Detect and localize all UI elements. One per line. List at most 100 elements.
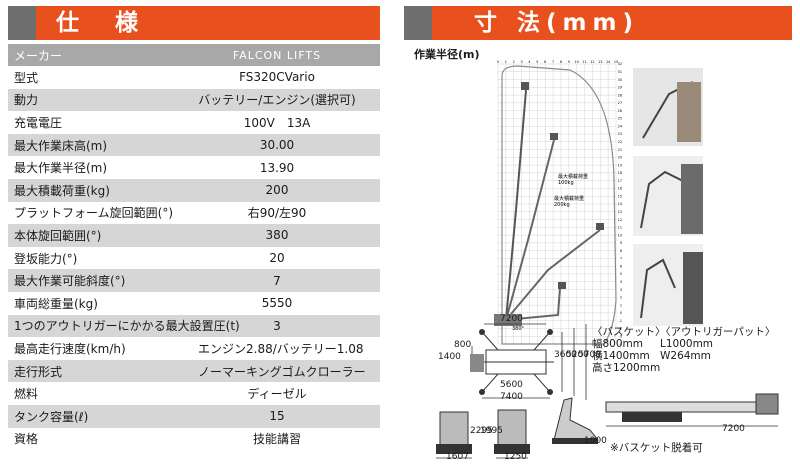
- machine-base: [494, 314, 522, 326]
- spec-label: 充電電圧: [14, 115, 63, 130]
- spec-value: 380: [265, 228, 289, 243]
- spec-value: 20: [269, 251, 285, 266]
- spec-row: 1つのアウトリガーにかかる最大設置圧(t)3: [8, 314, 380, 338]
- spec-header-row: メーカー FALCON LIFTS: [8, 44, 380, 66]
- basket-height: 高さ1200mm: [592, 362, 661, 374]
- y-tick-label: 3: [620, 288, 622, 292]
- spec-row: 最大積載荷重(kg)200: [8, 178, 380, 202]
- basket-4: [558, 282, 566, 289]
- dim-1000: 1000: [584, 436, 607, 446]
- x-tick-label: 8: [560, 60, 562, 64]
- y-tick-label: 20: [618, 156, 622, 160]
- basket-1: [521, 82, 529, 90]
- spec-row: 最高走行速度(km/h)エンジン2.88/バッテリー1.08: [8, 337, 380, 360]
- outrigger-width: W264mm: [660, 350, 711, 362]
- y-tick-label: 16: [618, 187, 622, 191]
- y-tick-label: 22: [618, 140, 622, 144]
- dim-2295: 2295: [470, 426, 493, 436]
- folded-view-drawing: [552, 397, 600, 444]
- spec-value: 右90/左90: [247, 206, 307, 221]
- usage-illustrations: [633, 68, 703, 326]
- header-accent: [404, 6, 432, 40]
- dimension-header: 寸 法(mm): [404, 6, 792, 40]
- spec-value: エンジン2.88/バッテリー1.08: [198, 341, 364, 356]
- basket-2: [550, 133, 558, 140]
- x-tick-label: 9: [568, 60, 570, 64]
- dim-7200-side: 7200: [722, 424, 745, 434]
- y-tick-label: -2: [619, 327, 622, 331]
- spec-label: 1つのアウトリガーにかかる最大設置圧(t): [14, 319, 240, 334]
- dim-7400: 7400: [500, 392, 523, 402]
- spec-label: 本体旋回範囲(°): [14, 228, 102, 243]
- y-tick-label: 9: [620, 241, 622, 245]
- y-tick-label: -4: [619, 342, 622, 346]
- boom-2: [505, 139, 555, 321]
- x-tick-label: 0: [497, 60, 499, 64]
- spec-row: 最大作業半径(m)13.90: [8, 156, 380, 179]
- dim-1607: 1607: [446, 452, 469, 462]
- y-tick-label: 18: [618, 171, 622, 175]
- outrigger-title: 〈アウトリガーパット〉: [660, 326, 776, 338]
- y-tick-label: 0: [620, 311, 622, 315]
- spec-value: ノーマーキングゴムクローラー: [198, 364, 366, 379]
- x-tick-label: 14: [606, 60, 610, 64]
- header-bar: [36, 6, 380, 40]
- load-200-label: 200kg: [554, 202, 570, 208]
- basket-3: [596, 223, 604, 230]
- x-tick-label: 6: [544, 60, 546, 64]
- spec-label: 走行形式: [14, 364, 63, 379]
- spec-value: 13.90: [259, 160, 295, 175]
- y-tick-label: 4: [620, 280, 622, 284]
- spec-value: 200: [265, 183, 289, 198]
- illustration-1-wall: [677, 82, 701, 142]
- spec-label: タンク容量(ℓ): [14, 409, 89, 424]
- plan-view-drawing: [470, 323, 587, 400]
- load-100-label: 最大積載荷重: [558, 173, 588, 180]
- spec-row: プラットフォーム旋回範囲(°)右90/左90: [8, 201, 380, 225]
- spec-row: 燃料ディーゼル: [8, 382, 380, 405]
- outrigger-length: L1000mm: [660, 338, 714, 350]
- spec-value: 15: [269, 409, 285, 424]
- x-tick-label: 12: [590, 60, 594, 64]
- spec-value: 技能講習: [252, 432, 301, 447]
- x-tick-label: 10: [575, 60, 579, 64]
- spec-label: 最大作業可能斜度(°): [14, 274, 126, 289]
- maker-label: メーカー: [14, 48, 63, 63]
- dim-7200-top: 7200: [500, 314, 523, 324]
- y-tick-label: 24: [618, 124, 622, 128]
- maker-value: FALCON LIFTS: [232, 48, 322, 62]
- spec-value: バッテリー/エンジン(選択可): [198, 93, 356, 108]
- illustration-2-wall: [681, 164, 703, 234]
- x-tick-label: 2: [513, 60, 515, 64]
- spec-value: FS320CVario: [239, 70, 315, 85]
- basket-width: 幅800mm: [592, 338, 643, 350]
- rotation-label: 380°: [512, 326, 525, 332]
- dim-5600: 5600: [500, 380, 523, 390]
- basket-length: 横1400mm: [592, 350, 650, 362]
- basket-title: 〈バスケット〉: [592, 326, 666, 338]
- y-tick-label: 19: [618, 163, 622, 167]
- header-accent: [8, 6, 36, 40]
- y-tick-label: 21: [618, 148, 622, 152]
- y-tick-label: 17: [618, 179, 622, 183]
- y-tick-label: 15: [618, 194, 622, 198]
- spec-value: 100V 13A: [243, 115, 311, 130]
- y-tick-label: 5: [620, 272, 622, 276]
- spec-label: 最大作業床高(m): [14, 138, 108, 153]
- y-tick-label: 31: [618, 70, 622, 74]
- basket-removable-note: ※バスケット脱着可: [610, 442, 703, 454]
- x-tick-label: 7: [552, 60, 554, 64]
- spec-row: 登坂能力(°) 20: [8, 246, 380, 270]
- boom-4: [505, 287, 561, 321]
- spec-row: 車両総重量(kg)5550: [8, 291, 380, 315]
- dim-3600: 3600: [554, 350, 577, 360]
- dim-1250: 1250: [504, 452, 527, 462]
- y-tick-label: -1: [619, 319, 622, 323]
- y-tick-label: 10: [618, 233, 622, 237]
- spec-label: 車両総重量(kg): [14, 296, 98, 311]
- dim-1400: 1400: [438, 352, 461, 362]
- spec-label: 登坂能力(°): [14, 251, 78, 266]
- working-envelope: [501, 65, 617, 345]
